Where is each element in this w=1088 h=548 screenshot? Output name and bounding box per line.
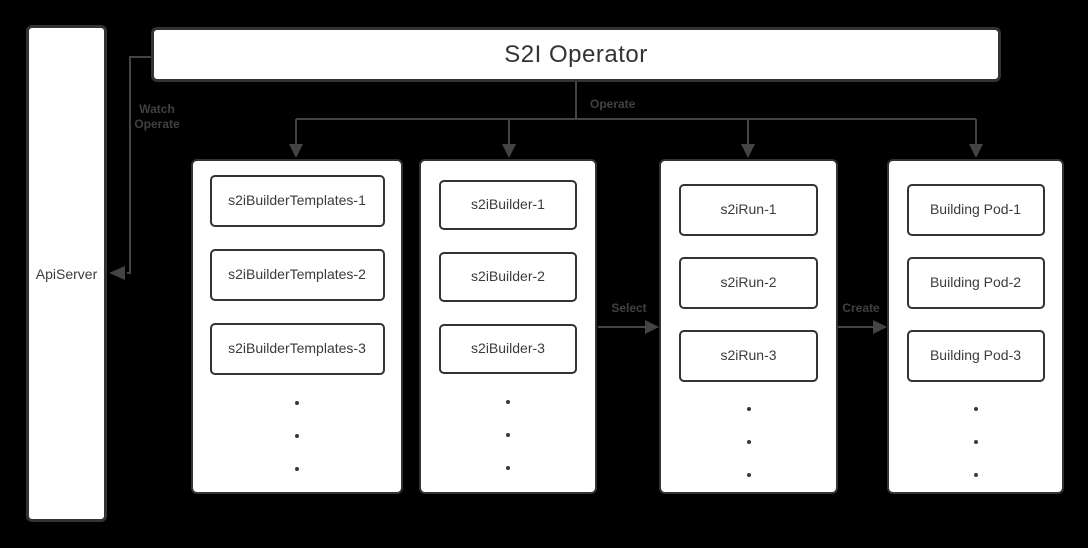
item-box: s2iRun-1 (679, 184, 818, 236)
ellipsis-dot (506, 400, 510, 404)
item-label: Building Pod-1 (929, 201, 1022, 218)
item-box: Building Pod-2 (906, 257, 1045, 309)
item-box: s2iRun-3 (679, 330, 818, 382)
item-box: s2iRun-2 (679, 257, 818, 309)
operate-arrowheads (289, 144, 983, 158)
api-server-box: ApiServer (26, 25, 107, 522)
ellipsis-dot (746, 440, 751, 444)
select-arrow (598, 320, 659, 334)
item-box: Building Pod-3 (906, 330, 1045, 382)
item-label: s2iRun-2 (720, 274, 777, 291)
ellipsis-dot (506, 466, 510, 470)
ellipsis-dot (746, 407, 751, 411)
operate-edge-label: Operate (590, 97, 636, 111)
ellipsis-dot (295, 434, 299, 438)
column-s2irun: s2iRun-1 s2iRun-2 s2iRun-3 (659, 159, 838, 494)
ellipsis-dots (295, 401, 299, 471)
ellipsis-dot (746, 473, 751, 477)
ellipsis-dots (973, 407, 978, 477)
item-box: s2iBuilder-2 (439, 252, 577, 302)
watch-operate-edge-label: Watch Operate (128, 102, 186, 132)
item-label: Building Pod-3 (929, 347, 1022, 364)
create-arrow (838, 320, 887, 334)
column-s2ibuilder: s2iBuilder-1 s2iBuilder-2 s2iBuilder-3 (419, 159, 597, 494)
ellipsis-dots (506, 400, 510, 470)
item-box: s2iBuilder-3 (439, 324, 577, 374)
item-box: s2iBuilderTemplates-2 (209, 249, 385, 301)
item-label: s2iRun-1 (720, 201, 777, 218)
ellipsis-dot (973, 440, 978, 444)
watch-operate-arrow (109, 56, 151, 280)
api-server-label: ApiServer (35, 265, 98, 282)
item-label: s2iRun-3 (720, 347, 777, 364)
ellipsis-dot (506, 433, 510, 437)
column-s2ibuildertemplates: s2iBuilderTemplates-1 s2iBuilderTemplate… (191, 159, 403, 494)
watch-label-line1: Watch (139, 102, 175, 116)
ellipsis-dot (295, 467, 299, 471)
item-label: s2iBuilder-2 (471, 268, 545, 285)
item-box: s2iBuilderTemplates-3 (209, 323, 385, 375)
create-edge-label: Create (842, 301, 880, 315)
ellipsis-dot (295, 401, 299, 405)
item-box: s2iBuilderTemplates-1 (209, 175, 385, 227)
operate-arrows (295, 82, 977, 146)
ellipsis-dot (973, 407, 978, 411)
select-edge-label: Select (611, 301, 647, 315)
item-label: s2iBuilderTemplates-3 (228, 340, 366, 357)
item-box: s2iBuilder-1 (439, 180, 577, 230)
item-label: s2iBuilderTemplates-1 (228, 192, 366, 209)
column-building-pod: Building Pod-1 Building Pod-2 Building P… (887, 159, 1064, 494)
item-label: Building Pod-2 (929, 274, 1022, 291)
s2i-operator-box: S2I Operator (151, 27, 1001, 82)
watch-label-line2: Operate (134, 117, 180, 131)
item-box: Building Pod-1 (906, 184, 1045, 236)
ellipsis-dot (973, 473, 978, 477)
s2i-operator-title: S2I Operator (504, 40, 648, 68)
item-label: s2iBuilderTemplates-2 (228, 266, 366, 283)
item-label: s2iBuilder-3 (471, 340, 545, 357)
ellipsis-dots (746, 407, 751, 477)
item-label: s2iBuilder-1 (471, 196, 545, 213)
